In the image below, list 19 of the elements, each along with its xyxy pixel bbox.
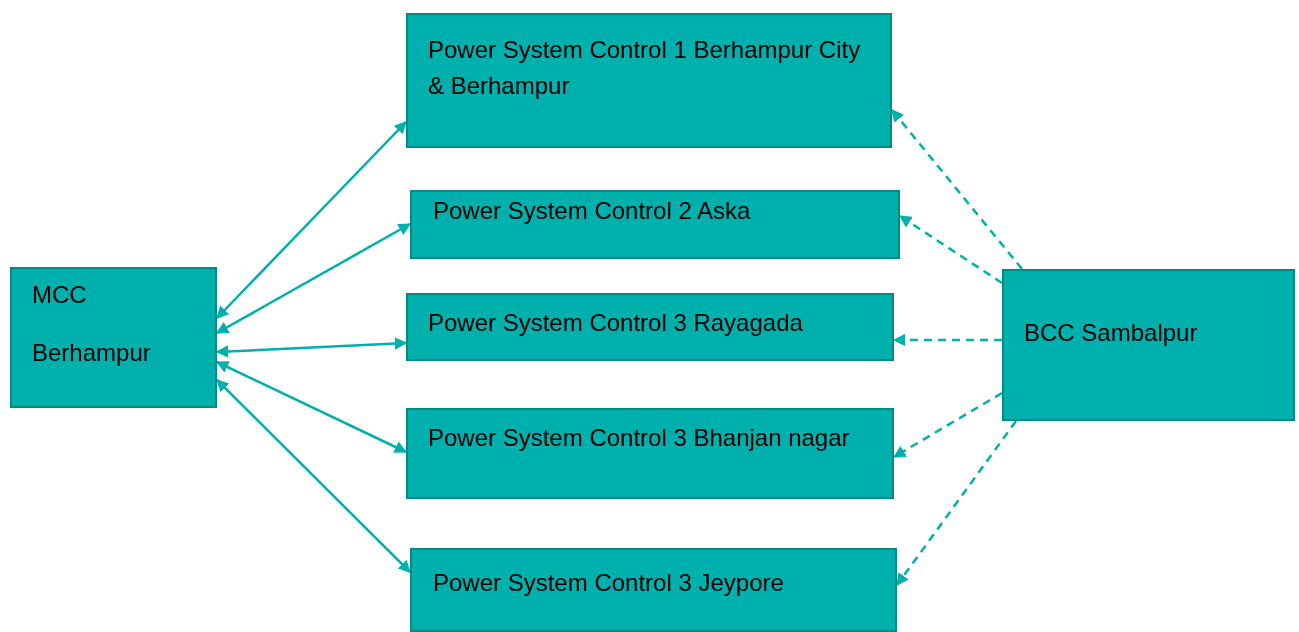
process-box — [10, 267, 217, 408]
box-label: Power System Control 3 Rayagada — [428, 308, 804, 338]
process-box — [410, 548, 897, 632]
box-label: BCC Sambalpur — [1024, 318, 1199, 348]
process-box — [1002, 269, 1295, 421]
process-box — [406, 13, 892, 148]
process-box — [406, 408, 894, 499]
double-arrow — [216, 379, 411, 573]
box-label: Berhampur — [32, 338, 152, 368]
double-arrow — [216, 121, 407, 319]
process-box — [406, 293, 894, 361]
box-label: MCC — [32, 280, 88, 310]
box-label: Power System Control 3 Jeypore — [433, 568, 785, 598]
process-box — [410, 190, 900, 259]
box-label: Power System Control 3 Bhanjan nagar — [428, 423, 851, 453]
dashed-arrow — [896, 420, 1017, 586]
box-label: Power System Control 2 Aska — [433, 196, 752, 226]
dashed-arrow — [891, 109, 1023, 270]
box-label: Power System Control 1 Berhampur City & Berhampur — [428, 35, 862, 101]
